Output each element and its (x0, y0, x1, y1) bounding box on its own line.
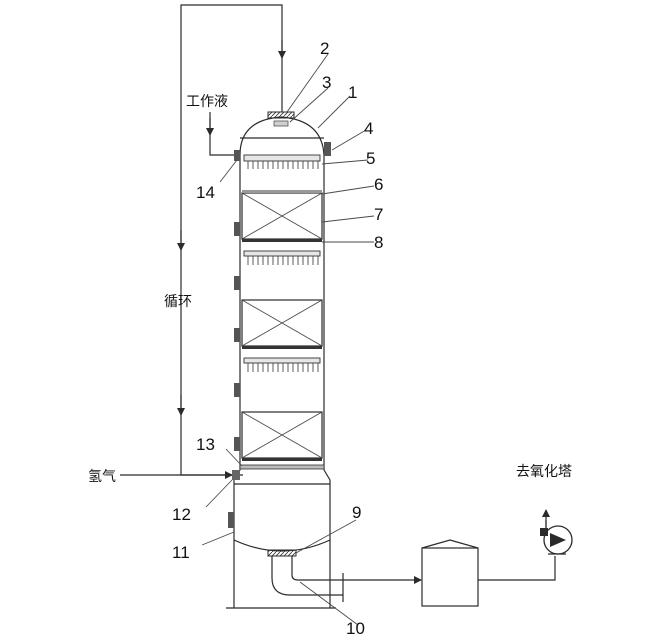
label-5: 5 (366, 149, 375, 168)
leader-lines (201, 53, 375, 626)
label-9: 9 (352, 503, 361, 522)
liquid-distributor-2 (243, 250, 321, 265)
label-11: 11 (172, 543, 190, 562)
label-10: 10 (346, 619, 365, 638)
label-1: 1 (348, 83, 357, 102)
label-13: 13 (196, 435, 215, 454)
label-6: 6 (374, 175, 383, 194)
to-oxidation-tower-label: 去氧化塔 (516, 464, 572, 480)
top-outlet-nozzle (267, 111, 295, 127)
liquid-distributor-1 (243, 154, 321, 169)
label-2: 2 (320, 39, 329, 58)
packing-bed-2 (241, 299, 323, 347)
storage-tank (421, 539, 479, 607)
hydrogen-distributor (232, 464, 325, 480)
label-4: 4 (364, 119, 373, 138)
bottom-filter (267, 549, 297, 557)
label-12: 12 (172, 505, 191, 524)
packing-bed-3 (241, 411, 323, 459)
label-8: 8 (374, 233, 383, 252)
packing-bed-1 (241, 192, 323, 240)
working-fluid-inlet-line (206, 112, 236, 156)
support-grid (242, 190, 322, 461)
hydrogen-label: 氢气 (88, 469, 116, 485)
liquid-distributor-3 (243, 357, 321, 372)
label-3: 3 (322, 73, 331, 92)
working-fluid-label: 工作液 (186, 94, 228, 110)
side-ports (228, 142, 331, 528)
pump (540, 525, 573, 555)
pump-line (478, 509, 556, 581)
label-14: 14 (196, 183, 215, 202)
bottom-outlet-pipe (271, 556, 422, 602)
label-7: 7 (374, 205, 383, 224)
circulation-label: 循环 (164, 294, 192, 310)
